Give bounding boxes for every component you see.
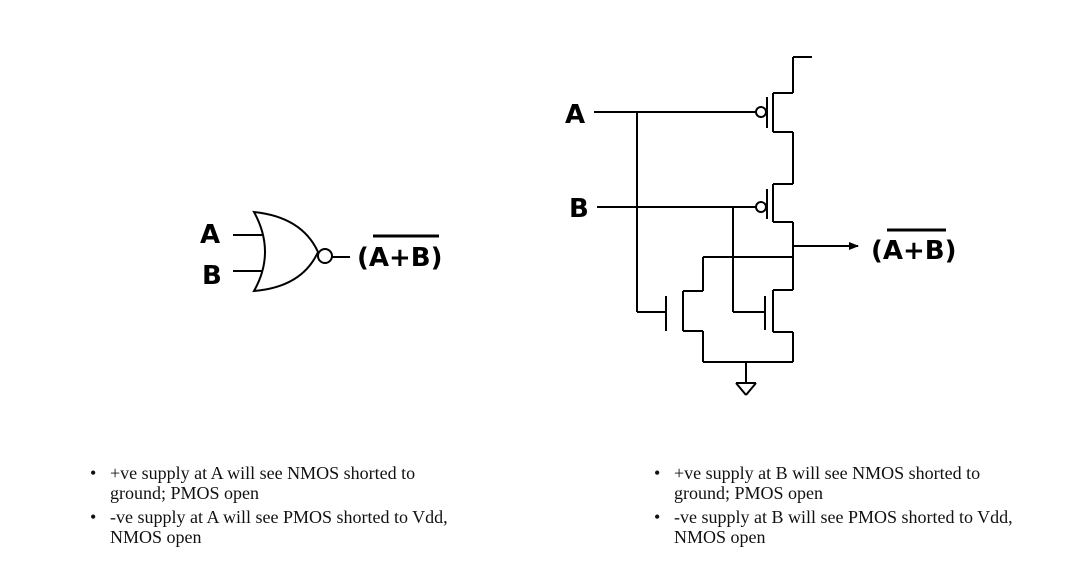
circuit-label-output: (A+B) [871,236,957,266]
bullet-marker: • [90,463,97,483]
note-text: +ve supply at A will see NMOS shorted to… [110,463,416,503]
circuit-label-b: B [569,194,589,224]
notes-list-left: • +ve supply at A will see NMOS shorted … [88,463,468,551]
gate-label-b: B [202,261,222,291]
bullet-marker: • [90,507,97,527]
bullet-marker: • [654,507,661,527]
list-item: • +ve supply at B will see NMOS shorted … [652,463,1032,503]
nor-gate-body [252,210,320,293]
list-item: • -ve supply at A will see PMOS shorted … [88,507,468,547]
gate-label-output: (A+B) [357,243,443,273]
note-text: -ve supply at A will see PMOS shorted to… [110,507,448,547]
pmos-a-gate-bubble [755,106,767,118]
nor-gate-symbol [233,210,350,293]
ground-icon [735,382,757,396]
note-text: +ve supply at B will see NMOS shorted to… [674,463,981,503]
nmos-transistor-a [665,257,704,332]
gate-label-a: A [200,220,220,250]
cmos-nor-schematic [594,56,859,396]
nor-gate-inverter-bubble [317,248,333,264]
list-item: • -ve supply at B will see PMOS shorted … [652,507,1032,547]
list-item: • +ve supply at A will see NMOS shorted … [88,463,468,503]
nmos-transistor-b [764,289,793,333]
circuit-label-a: A [565,100,585,130]
pmos-transistor-b [755,183,793,223]
bullet-marker: • [654,463,661,483]
pmos-b-gate-bubble [755,201,767,213]
note-text: -ve supply at B will see PMOS shorted to… [674,507,1013,547]
pmos-transistor-a [755,92,793,133]
notes-list-right: • +ve supply at B will see NMOS shorted … [652,463,1032,551]
